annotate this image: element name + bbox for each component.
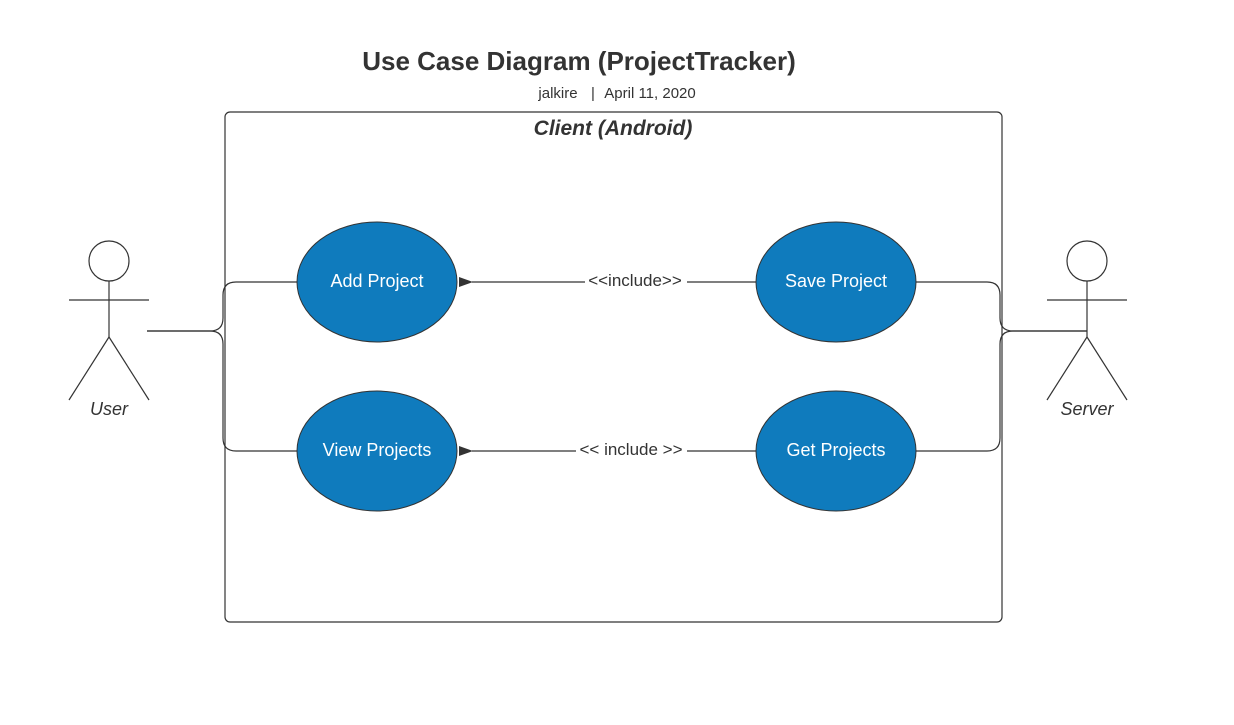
use-case-get-projects[interactable]: Get Projects [755,390,917,512]
user-add-project-association [147,281,298,332]
system-boundary [224,111,1003,623]
include-view-label: << include >> [579,440,682,459]
server-save-project-association [916,281,1087,332]
include-add-label: <<include>> [588,271,682,290]
user-actor [68,240,150,401]
diagram-title: Use Case Diagram (ProjectTracker) [362,46,796,76]
date: April 11, 2020 [604,85,695,102]
server-get-projects-association [916,330,1087,452]
user-actor-label: User [90,399,129,419]
user-view-projects-association [147,330,298,452]
system-boundary-label: Client (Android) [534,117,693,140]
use-case-view-projects-label: View Projects [323,440,432,460]
use-case-add-project[interactable]: Add Project [296,221,458,343]
server-actor [1046,240,1128,401]
use-case-add-project-label: Add Project [330,271,423,291]
subtitle-separator: | [591,85,595,102]
use-case-get-projects-label: Get Projects [786,440,885,460]
use-case-save-project-label: Save Project [785,271,887,291]
use-case-save-project[interactable]: Save Project [755,221,917,343]
author: jalkire [537,85,577,102]
server-actor-label: Server [1060,399,1114,419]
use-case-view-projects[interactable]: View Projects [296,390,458,512]
